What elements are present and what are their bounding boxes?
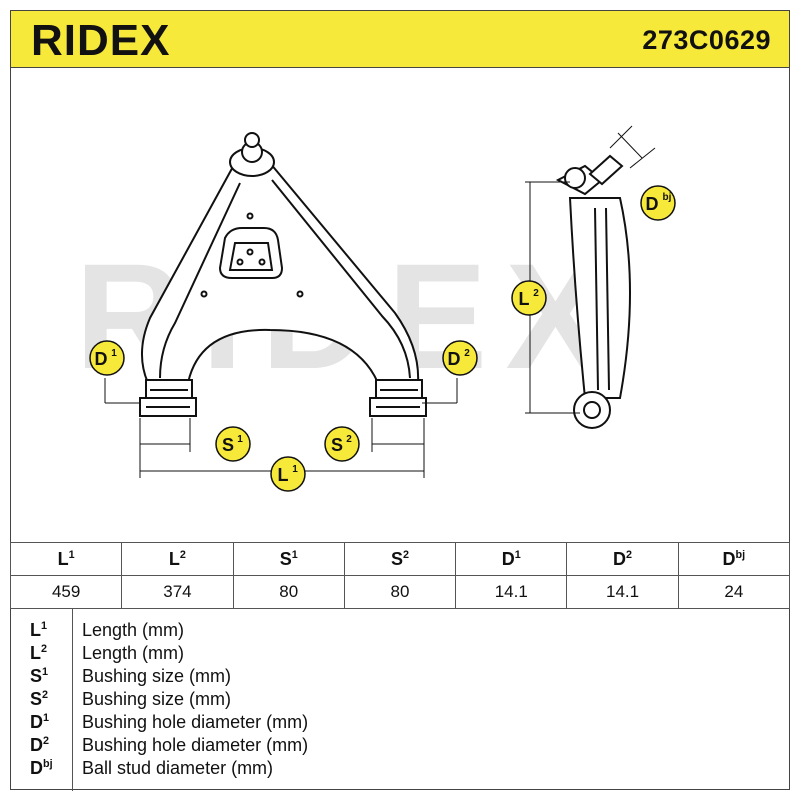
legend-divider (72, 609, 73, 791)
badge-dbj-sup: bj (663, 192, 672, 203)
badge-d1-sup: 1 (111, 348, 117, 359)
legend-desc: Bushing hole diameter (mm) (82, 735, 309, 755)
badge-d1-base: D (95, 349, 108, 369)
spec-value-s2: 80 (343, 575, 457, 609)
badge-d2: D 2 (442, 340, 478, 376)
legend-desc: Length (mm) (82, 620, 185, 640)
legend-code: Dbj (30, 758, 53, 778)
spec-header-l2: L2 (121, 542, 234, 576)
spec-value-l1: 459 (9, 575, 123, 609)
spec-header-d2: D2 (566, 542, 679, 576)
badge-d2-base: D (448, 349, 461, 369)
ridex-logo: RIDEX (31, 16, 170, 65)
spec-header-row: L1 L2 S1 S2 D1 D2 Dbj (9, 542, 791, 576)
technical-drawing: RIDEX (75, 125, 676, 492)
badge-l1: L 1 (270, 456, 306, 492)
badge-s2: S 2 (324, 426, 360, 462)
badge-l2-sup: 2 (533, 288, 539, 299)
spec-table: L1 L2 S1 S2 D1 D2 Dbj 459 374 80 80 14.1… (9, 542, 791, 609)
legend-row-l2: L2 Length (mm) (10, 643, 790, 666)
badge-s1-sup: 1 (237, 434, 243, 445)
badge-dbj: D bj (640, 185, 676, 221)
legend-desc: Bushing size (mm) (82, 689, 232, 709)
spec-value-s1: 80 (232, 575, 345, 609)
spec-value-l2: 374 (121, 575, 234, 609)
legend-row-s2: S2 Bushing size (mm) (10, 689, 790, 712)
badge-l1-base: L (278, 465, 289, 485)
badge-s1: S 1 (215, 426, 251, 462)
brand-logo-text: RIDEX (31, 16, 170, 65)
legend-row-d1: D1 Bushing hole diameter (mm) (10, 712, 790, 735)
legend-row-l1: L1 Length (mm) (10, 620, 790, 643)
control-arm-front-view (139, 132, 427, 417)
legend-code: D2 (30, 735, 50, 755)
legend-row-s1: S1 Bushing size (mm) (10, 666, 790, 689)
spec-header-s2: S2 (343, 542, 457, 576)
legend-row-d2: D2 Bushing hole diameter (mm) (10, 735, 790, 758)
badge-s2-base: S (331, 435, 343, 455)
badge-d1: D 1 (89, 340, 125, 376)
legend-desc: Length (mm) (82, 643, 185, 663)
part-number: 273C0629 (642, 25, 771, 55)
legend-code: S1 (30, 666, 49, 686)
legend-desc: Ball stud diameter (mm) (82, 758, 274, 778)
legend-desc: Bushing size (mm) (82, 666, 232, 686)
badge-d2-sup: 2 (464, 348, 470, 359)
control-arm-side-view (555, 154, 631, 429)
legend-code: L1 (30, 620, 48, 640)
header-bar: RIDEX 273C0629 (10, 10, 790, 68)
legend-row-dbj: Dbj Ball stud diameter (mm) (10, 758, 790, 781)
spec-header-s1: S1 (232, 542, 345, 576)
badge-dbj-base: D (646, 194, 659, 214)
badge-s1-base: S (222, 435, 234, 455)
spec-header-dbj: Dbj (677, 542, 791, 576)
spec-value-dbj: 24 (677, 575, 791, 609)
legend-code: L2 (30, 643, 48, 663)
legend-desc: Bushing hole diameter (mm) (82, 712, 309, 732)
badge-l2-base: L (519, 289, 530, 309)
spec-value-d2: 14.1 (566, 575, 679, 609)
spec-header-d1: D1 (455, 542, 568, 576)
badge-s2-sup: 2 (346, 434, 352, 445)
legend-code: D1 (30, 712, 50, 732)
spec-value-row: 459 374 80 80 14.1 14.1 24 (9, 575, 791, 609)
badge-l2: L 2 (511, 280, 547, 316)
legend: L1 Length (mm) L2 Length (mm) S1 Bushing… (10, 608, 790, 791)
legend-code: S2 (30, 689, 49, 709)
spec-value-d1: 14.1 (455, 575, 568, 609)
badge-l1-sup: 1 (292, 464, 298, 475)
spec-header-l1: L1 (9, 542, 123, 576)
